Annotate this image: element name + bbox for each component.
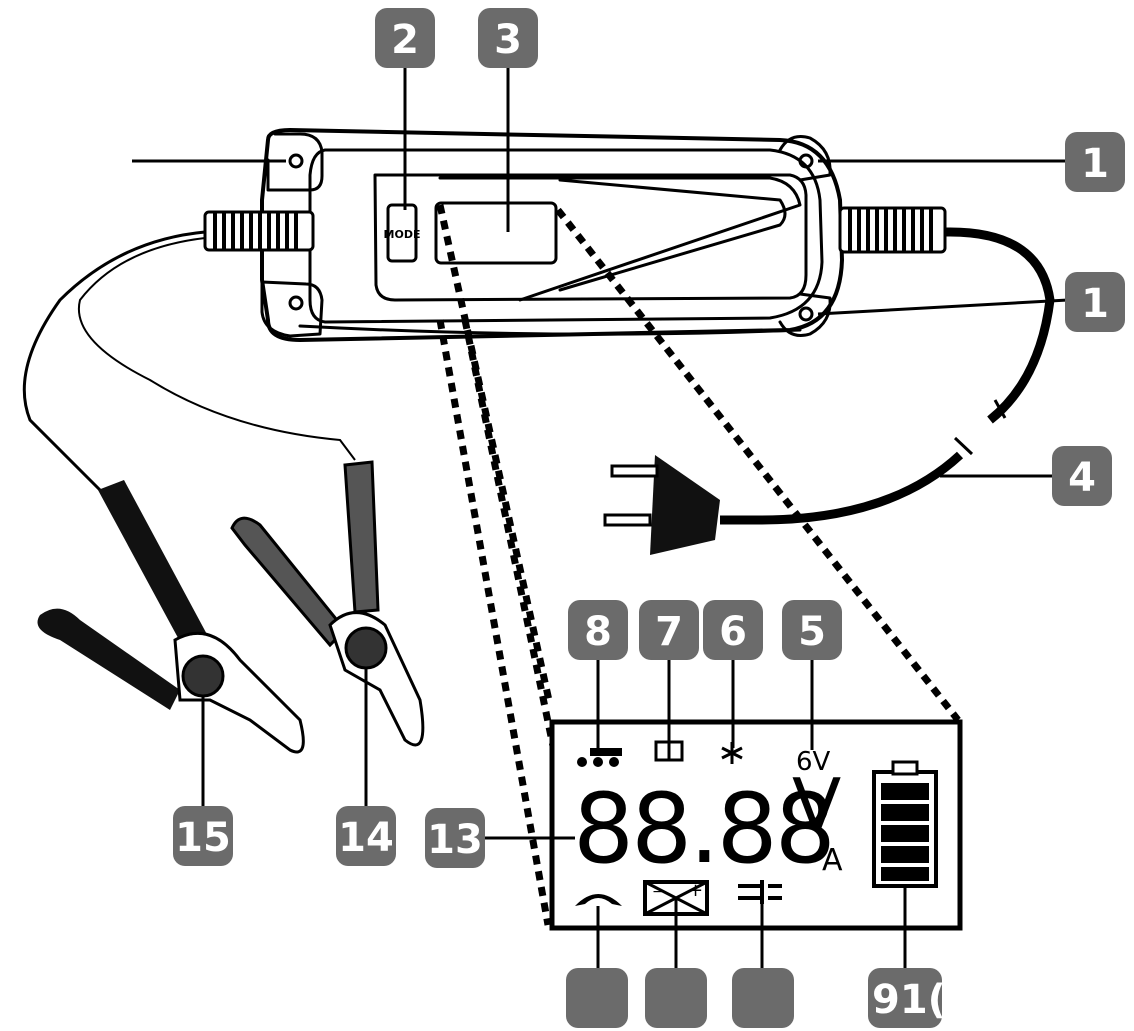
- callout-7: 7: [639, 600, 699, 660]
- recovery-arrows-icon: [575, 894, 622, 906]
- mode-button-label: MODE: [384, 228, 421, 241]
- svg-text:+: +: [688, 880, 703, 901]
- plug-small-icon: [738, 880, 782, 904]
- callout-6: 6: [703, 600, 763, 660]
- clamp-cables: [22, 230, 356, 492]
- svg-text:13: 13: [427, 817, 483, 863]
- svg-text:8: 8: [584, 609, 612, 655]
- lcd-unit-v: V: [792, 763, 841, 847]
- black-clamp: [37, 480, 305, 754]
- battery-level-icon: [872, 760, 938, 888]
- svg-text:14: 14: [338, 815, 394, 861]
- left-strain-relief: [203, 210, 315, 252]
- zoom-lines: [436, 204, 961, 926]
- svg-text:2: 2: [391, 17, 419, 63]
- svg-text:6: 6: [719, 609, 747, 655]
- callout-14: 14: [336, 806, 396, 866]
- svg-text:7: 7: [655, 609, 683, 655]
- callout-13: 13: [425, 808, 485, 868]
- svg-text:3: 3: [494, 17, 522, 63]
- callout-15: 15: [173, 806, 233, 866]
- lcd-panel: 6V 88.88 V A − +: [549, 719, 963, 931]
- charger-body: [260, 128, 844, 342]
- svg-text:1: 1: [1081, 281, 1109, 327]
- svg-text:91(: 91(: [872, 977, 946, 1023]
- callout-12: [566, 968, 628, 1028]
- lcd-digits: 88.88: [573, 773, 833, 885]
- svg-text:1: 1: [1081, 141, 1109, 187]
- svg-text:5: 5: [798, 609, 826, 655]
- red-clamp: [230, 460, 425, 747]
- lcd-unit-a: A: [822, 843, 843, 878]
- mode-button[interactable]: MODE: [384, 203, 421, 263]
- callout-8: 8: [568, 600, 628, 660]
- leader-lines: [132, 68, 1069, 968]
- callout-10: [732, 968, 794, 1028]
- right-strain-relief: [838, 206, 947, 254]
- svg-text:15: 15: [175, 815, 231, 861]
- callout-9-10: 91(: [868, 968, 946, 1028]
- callout-2: 2: [375, 8, 435, 68]
- callout-3: 3: [478, 8, 538, 68]
- callout-11: [645, 968, 707, 1028]
- callout-1-bottom: 1: [1065, 272, 1125, 332]
- svg-text:−: −: [652, 884, 664, 900]
- plug-icon: [603, 455, 720, 555]
- callout-1-top: 1: [1065, 132, 1125, 192]
- callout-5: 5: [782, 600, 842, 660]
- motorcycle-car-icon: [577, 748, 622, 767]
- callout-4: 4: [1052, 446, 1112, 506]
- svg-text:4: 4: [1068, 455, 1096, 501]
- lcd-6v: 6V: [796, 747, 831, 777]
